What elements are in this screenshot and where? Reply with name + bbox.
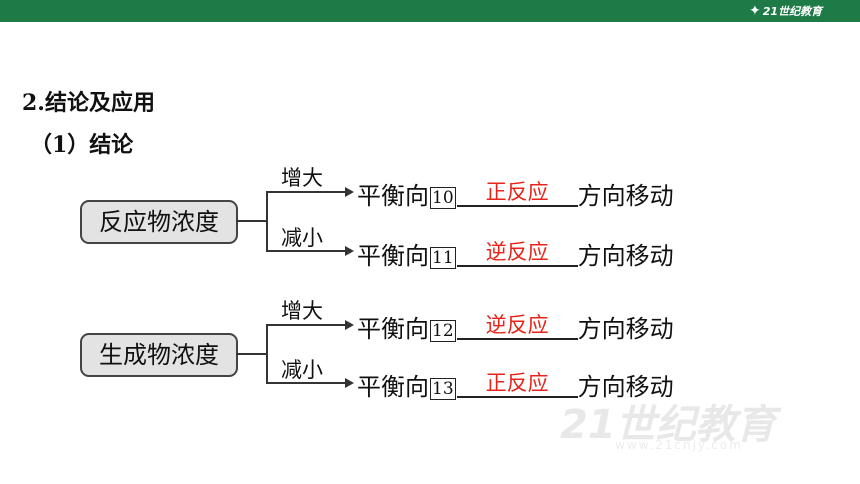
condition-label: 减小 (281, 358, 323, 382)
branch-arrow-line (266, 250, 346, 252)
branch-line (266, 191, 268, 251)
connector-line (236, 220, 266, 222)
brand-logo: ✦ 21世纪教育 (749, 2, 822, 20)
blank-number: 13 (430, 378, 456, 400)
answer-blank: 逆反应 (456, 239, 578, 267)
runner-icon: ✦ (748, 3, 761, 19)
watermark-url: www.21cnjy.com (615, 438, 743, 452)
result-prefix: 平衡向 (357, 242, 429, 270)
result-prefix: 平衡向 (357, 373, 429, 401)
result-suffix: 方向移动 (577, 315, 674, 343)
result-suffix: 方向移动 (577, 182, 674, 210)
condition-label: 增大 (281, 166, 323, 190)
arrow-head-icon (345, 320, 354, 330)
reactant-concentration-box: 反应物浓度 (80, 200, 238, 244)
blank-number: 10 (430, 187, 456, 209)
result-prefix: 平衡向 (357, 182, 429, 210)
result-prefix: 平衡向 (357, 315, 429, 343)
result-suffix: 方向移动 (577, 242, 674, 270)
blank-number: 11 (430, 247, 456, 269)
connector-line (236, 353, 266, 355)
condition-label: 增大 (281, 299, 323, 323)
watermark-logo: 21世纪教育 (560, 402, 776, 448)
arrow-head-icon (345, 378, 354, 388)
answer-blank: 正反应 (456, 179, 578, 207)
brand-logo-text: 21世纪教育 (762, 5, 822, 18)
result-suffix: 方向移动 (577, 373, 674, 401)
branch-line (266, 324, 268, 383)
branch-arrow-line (266, 382, 346, 384)
answer-blank: 逆反应 (456, 312, 578, 340)
branch-arrow-line (266, 191, 346, 193)
arrow-head-icon (345, 187, 354, 197)
blank-number: 12 (430, 320, 456, 342)
section-subtitle: （1）结论 (30, 132, 134, 158)
header-bar: ✦ 21世纪教育 (0, 0, 860, 22)
section-title: 2.结论及应用 (22, 90, 155, 116)
product-concentration-box: 生成物浓度 (80, 333, 238, 377)
arrow-head-icon (345, 246, 354, 256)
answer-blank: 正反应 (456, 370, 578, 398)
branch-arrow-line (266, 324, 346, 326)
condition-label: 减小 (281, 226, 323, 250)
